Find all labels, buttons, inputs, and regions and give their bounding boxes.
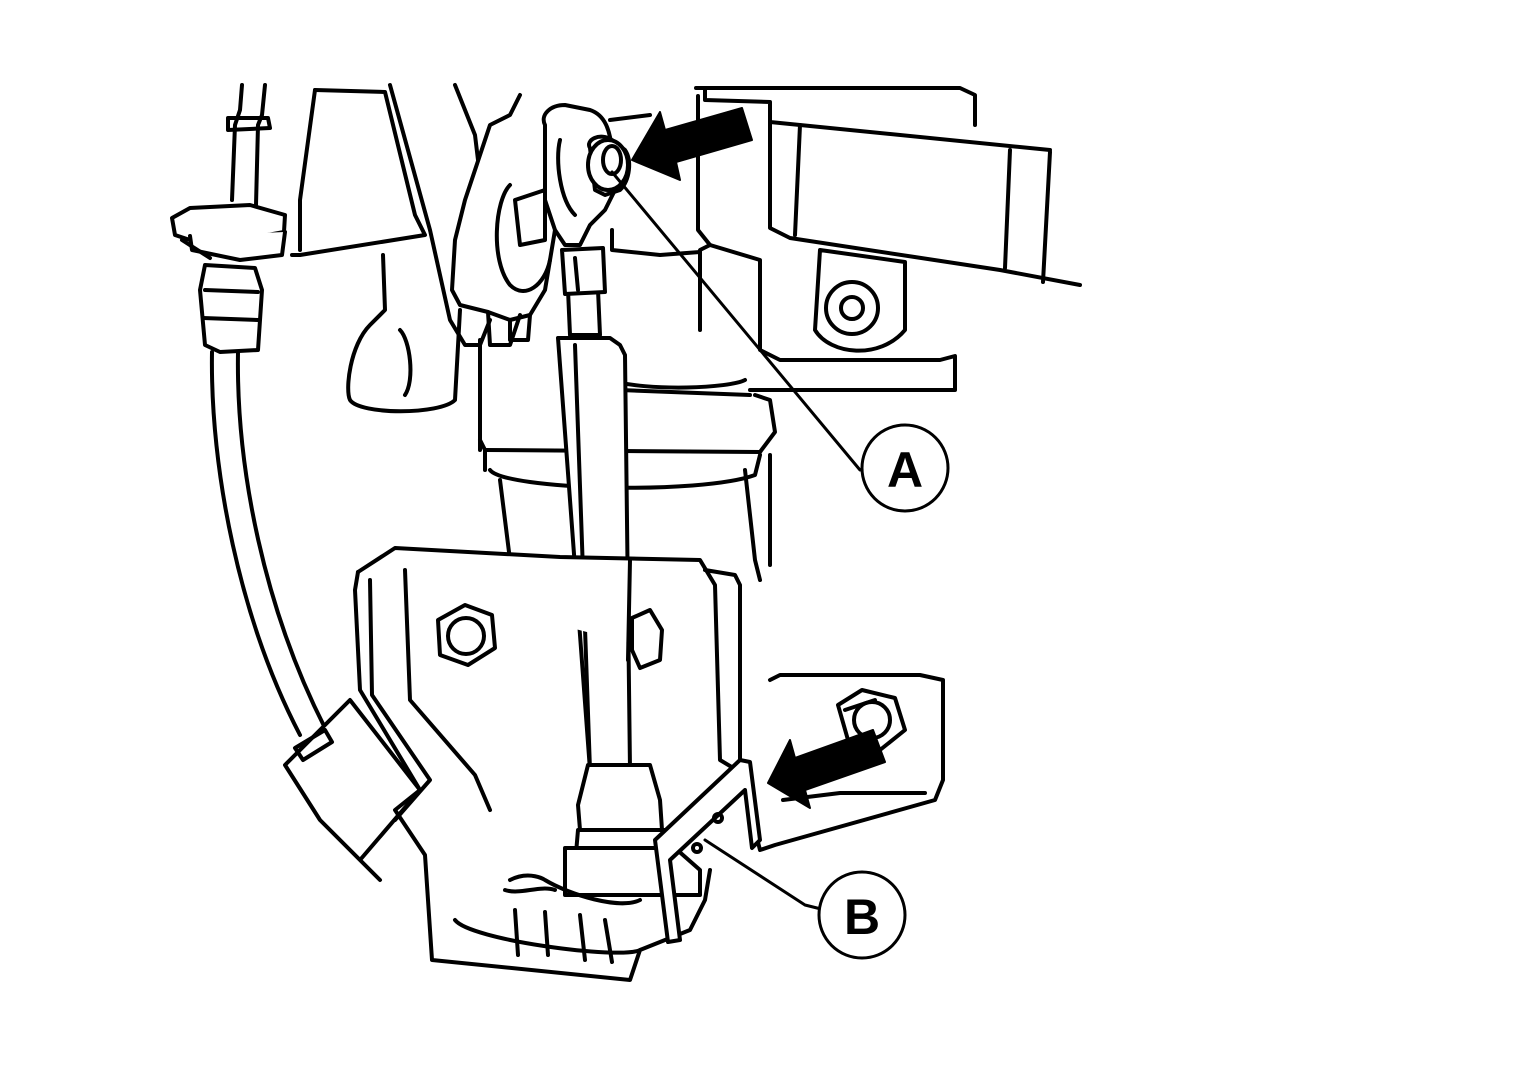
upper-frame-rail [694, 86, 1082, 392]
upper-arrow [631, 107, 753, 181]
arrow-left-icon [767, 729, 886, 809]
upper-body-bracket [290, 83, 702, 452]
brake-hose-cable [170, 83, 422, 882]
bracket-bolt-left [436, 603, 497, 667]
height-sensor-upper-link-nut [586, 134, 632, 197]
arrow-left-icon [631, 107, 753, 181]
lower-arrow [767, 729, 886, 809]
callout-b-label: B [844, 889, 880, 945]
height-sensor-lower-bracket [653, 758, 762, 944]
height-sensor-lower-joint [503, 763, 702, 906]
bracket-bolt-center [630, 608, 664, 670]
callout-a-label: A [887, 442, 923, 498]
height-sensor-link-rod [541, 103, 632, 777]
callout-a: A [860, 423, 950, 513]
callout-b: B [817, 870, 907, 960]
leader-line-b [703, 838, 827, 912]
